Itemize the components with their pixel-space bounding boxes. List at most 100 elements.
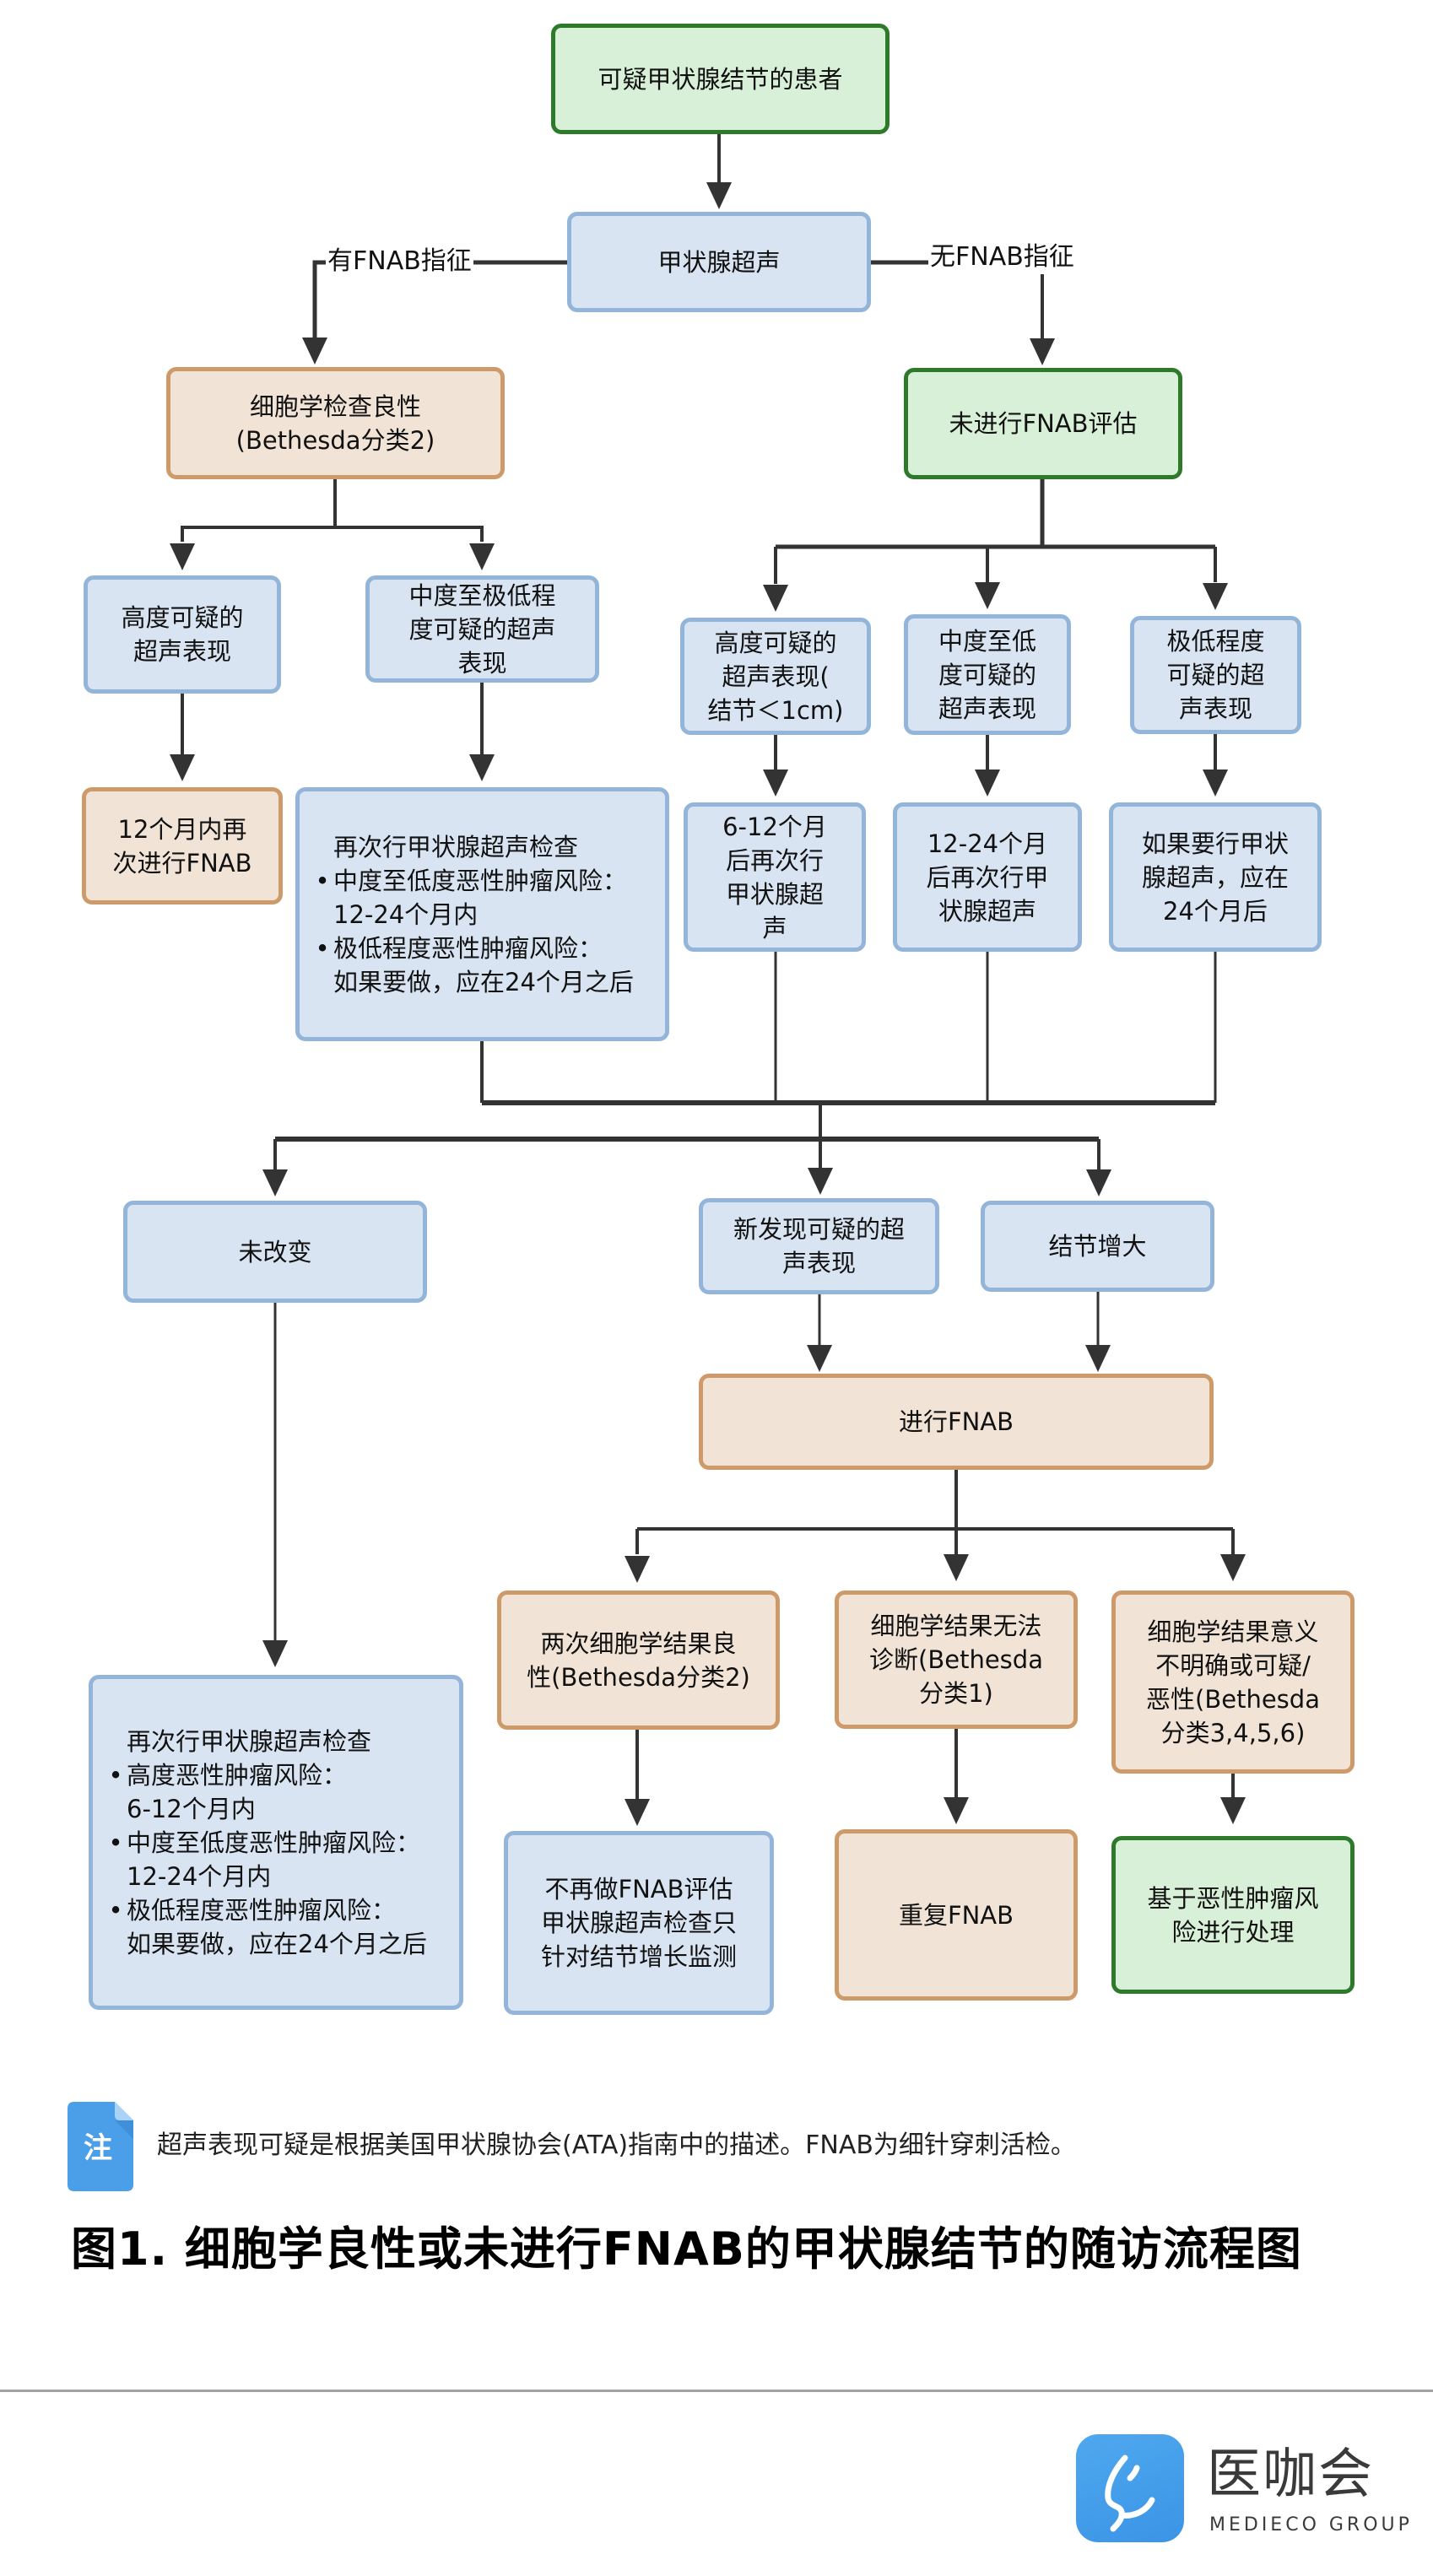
arrowhead-icon [975, 582, 1000, 609]
edge-fnab-indicated [312, 260, 567, 338]
node-unchanged: 未改变 [123, 1201, 427, 1303]
node-start-text: 可疑甲状腺结节的患者 [598, 64, 843, 94]
node-unchanged-repeat-ultrasound: 再次行甲状腺超声检查 • 高度恶性肿瘤风险： 6-12个月内 • 中度至低度恶性… [89, 1675, 463, 2010]
logo-name-en: MEDIECO GROUP [1209, 2514, 1413, 2535]
node-left-mid-low-suspicion-text: 中度至极低程 度可疑的超声 表现 [408, 581, 556, 678]
node-perform-fnab-text: 进行FNAB [898, 1407, 1014, 1436]
node-right-very-low-suspicion: 极低程度 可疑的超 声表现 [1130, 616, 1301, 734]
list-item: • 极低程度恶性肿瘤风险： 如果要做，应在24个月之后 [105, 1893, 427, 1961]
node-nodule-growth-text: 结节增大 [1048, 1232, 1147, 1261]
arrowhead-icon [170, 543, 195, 570]
arrowhead-icon [625, 1799, 650, 1826]
arrowhead-icon [706, 182, 732, 209]
bullet-icon: • [108, 1760, 123, 1790]
node-right-high-suspicion: 高度可疑的 超声表现( 结节＜1cm) [680, 618, 871, 735]
arrowhead-icon [262, 1169, 288, 1196]
node-indeterminate-suspicious-malignant-text: 细胞学结果意义 不明确或可疑/ 恶性(Bethesda 分类3,4,5,6) [1146, 1617, 1320, 1747]
figure-title: 图1. 细胞学良性或未进行FNAB的甲状腺结节的随访流程图 [71, 2222, 1302, 2276]
node-two-benign-results-text: 两次细胞学结果良 性(Bethesda分类2) [527, 1628, 750, 1692]
list-item-text: 中度至低度恶性肿瘤风险： 12-24个月内 [333, 866, 628, 929]
node-left-repeat-ultrasound: 再次行甲状腺超声检查 • 中度至低度恶性肿瘤风险： 12-24个月内 • 极低程… [295, 787, 669, 1041]
list-item: • 极低程度恶性肿瘤风险： 如果要做，应在24个月之后 [311, 932, 634, 999]
list-item: • 中度至低度恶性肿瘤风险： 12-24个月内 [311, 864, 634, 932]
arrowhead-icon [302, 338, 327, 365]
list-item-text: 中度至低度恶性肿瘤风险： 12-24个月内 [127, 1828, 421, 1891]
arrowhead-icon [262, 1640, 288, 1667]
node-nondiagnostic-text: 细胞学结果无法 诊断(Bethesda 分类1) [869, 1612, 1043, 1708]
node-ultrasound-6-12-months-text: 6-12个月 后再次行 甲状腺超 声 [722, 812, 827, 942]
arrowhead-icon [1203, 583, 1228, 610]
arrowhead-icon [944, 1797, 969, 1824]
arrowhead-icon [1203, 770, 1228, 797]
node-left-high-suspicion: 高度可疑的 超声表现 [84, 575, 281, 694]
node-repeat-fnab-12-months: 12个月内再 次进行FNAB [82, 787, 283, 905]
note-icon: 注 [68, 2102, 133, 2191]
arrowhead-icon [944, 1554, 969, 1581]
arrowhead-icon [170, 754, 195, 781]
node-right-mid-low-suspicion: 中度至低 度可疑的 超声表现 [904, 614, 1071, 735]
note-text: 超声表现可疑是根据美国甲状腺协会(ATA)指南中的描述。FNAB为细针穿刺活检。 [157, 2130, 1076, 2160]
edge-label-fnab-indicated: 有FNAB指征 [326, 246, 473, 277]
node-no-further-fnab-text: 不再做FNAB评估 甲状腺超声检查只 针对结节增长监测 [540, 1875, 737, 1971]
list-item-text: 极低程度恶性肿瘤风险： 如果要做，应在24个月之后 [127, 1895, 427, 1958]
arrowhead-icon [625, 1556, 650, 1583]
edge-benign-split [181, 479, 337, 542]
node-ultrasound-after-24-months: 如果要行甲状 腺超声，应在 24个月后 [1109, 802, 1322, 952]
arrowhead-icon [1220, 1797, 1246, 1824]
arrowhead-icon [763, 585, 788, 612]
bullet-icon: • [108, 1895, 123, 1925]
node-thyroid-ultrasound-text: 甲状腺超声 [657, 247, 781, 277]
arrowhead-icon [1085, 1345, 1111, 1372]
arrowhead-icon [1220, 1554, 1246, 1581]
node-no-further-fnab: 不再做FNAB评估 甲状腺超声检查只 针对结节增长监测 [504, 1831, 774, 2015]
footer-divider [0, 2390, 1433, 2392]
edge-benign-split-right [335, 526, 484, 542]
node-ultrasound-after-24-months-text: 如果要行甲状 腺超声，应在 24个月后 [1141, 829, 1289, 926]
list-heading: 再次行甲状腺超声检查 [127, 1726, 372, 1756]
note-icon-label: 注 [84, 2131, 112, 2165]
bullet-icon: • [315, 866, 330, 895]
node-no-fnab-evaluation-text: 未进行FNAB评估 [949, 409, 1138, 438]
node-perform-fnab: 进行FNAB [699, 1374, 1214, 1470]
node-repeat-fnab-text: 重复FNAB [898, 1900, 1014, 1930]
node-ultrasound-12-24-months: 12-24个月 后再次行甲 状腺超声 [893, 802, 1082, 952]
arrowhead-icon [763, 770, 788, 797]
node-new-suspicious-features: 新发现可疑的超 声表现 [699, 1198, 939, 1294]
node-unchanged-text: 未改变 [238, 1237, 312, 1266]
flowchart: 可疑甲状腺结节的患者 甲状腺超声 有FNAB指征 无FNAB指征 细胞学检查良性… [82, 24, 1355, 2015]
node-right-very-low-suspicion-text: 极低程度 可疑的超 声表现 [1166, 627, 1265, 723]
edge-label-fnab-not-indicated: 无FNAB指征 [928, 242, 1076, 273]
node-no-fnab-evaluation: 未进行FNAB评估 [904, 368, 1182, 479]
node-risk-based-management: 基于恶性肿瘤风 险进行处理 [1111, 1836, 1355, 1994]
list-heading: 再次行甲状腺超声检查 [333, 832, 579, 861]
arrowhead-icon [1086, 1169, 1111, 1196]
node-cytology-benign-text: 细胞学检查良性 (Bethesda分类2) [235, 392, 435, 455]
arrowhead-icon [975, 770, 1000, 797]
node-left-mid-low-suspicion: 中度至极低程 度可疑的超声 表现 [365, 575, 599, 683]
node-repeat-fnab-12-months-text: 12个月内再 次进行FNAB [112, 814, 252, 878]
node-nondiagnostic: 细胞学结果无法 诊断(Bethesda 分类1) [835, 1590, 1078, 1729]
arrowhead-icon [1030, 338, 1055, 365]
node-two-benign-results: 两次细胞学结果良 性(Bethesda分类2) [497, 1590, 780, 1730]
arrowhead-icon [469, 754, 495, 781]
arrowhead-icon [808, 1168, 833, 1195]
arrowhead-icon [469, 543, 495, 570]
bullet-icon: • [108, 1828, 123, 1857]
list-item-text: 极低程度恶性肿瘤风险： 如果要做，应在24个月之后 [333, 933, 634, 996]
arrowhead-icon [807, 1345, 832, 1372]
node-start: 可疑甲状腺结节的患者 [551, 24, 890, 134]
node-repeat-fnab: 重复FNAB [835, 1829, 1078, 2001]
list-item-text: 高度恶性肿瘤风险： 6-12个月内 [127, 1760, 348, 1823]
node-new-suspicious-features-text: 新发现可疑的超 声表现 [733, 1215, 905, 1277]
node-nodule-growth: 结节增大 [981, 1201, 1214, 1292]
node-right-high-suspicion-text: 高度可疑的 超声表现( 结节＜1cm) [707, 628, 844, 725]
node-ultrasound-6-12-months: 6-12个月 后再次行 甲状腺超 声 [684, 802, 866, 952]
node-left-high-suspicion-text: 高度可疑的 超声表现 [121, 603, 244, 666]
connectors [170, 134, 1246, 1826]
bullet-icon: • [315, 933, 330, 963]
logo-name-cn: 医咖会 [1207, 2444, 1374, 2506]
list-item: • 中度至低度恶性肿瘤风险： 12-24个月内 [105, 1826, 427, 1893]
list-item: • 高度恶性肿瘤风险： 6-12个月内 [105, 1758, 427, 1826]
node-ultrasound-12-24-months-text: 12-24个月 后再次行甲 状腺超声 [926, 829, 1049, 926]
node-risk-based-management-text: 基于恶性肿瘤风 险进行处理 [1147, 1883, 1319, 1947]
